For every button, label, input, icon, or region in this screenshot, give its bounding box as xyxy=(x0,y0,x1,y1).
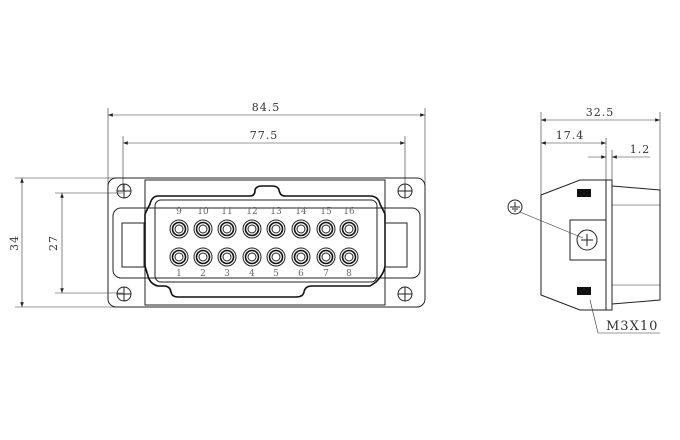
pin-contact: 8 xyxy=(339,247,359,279)
screw-label: M3X10 xyxy=(606,319,658,334)
pin-contact: 2 xyxy=(193,247,213,279)
dim-1-2: 1.2 xyxy=(630,143,651,156)
dim-27: 27 xyxy=(47,235,60,251)
pin-contact: 12 xyxy=(242,207,262,239)
pin-label: 9 xyxy=(176,207,182,217)
pin-contact: 9 xyxy=(169,207,189,239)
pin-contact: 4 xyxy=(242,247,262,279)
pin-contact: 16 xyxy=(339,207,359,239)
pin-label: 3 xyxy=(224,269,230,279)
front-dimensions: 84.5 77.5 34 27 xyxy=(8,101,426,308)
pin-label: 6 xyxy=(298,269,304,279)
pin-label: 1 xyxy=(176,269,182,279)
pin-label: 4 xyxy=(249,269,255,279)
pin-label: 8 xyxy=(346,269,352,279)
pin-contact: 6 xyxy=(291,247,311,279)
pin-contact: 7 xyxy=(316,247,336,279)
dim-34: 34 xyxy=(8,235,21,251)
pin-contact: 5 xyxy=(266,247,286,279)
pin-contact: 15 xyxy=(316,207,336,239)
pin-label: 15 xyxy=(320,207,332,217)
mounting-screw-icons xyxy=(116,183,413,302)
dim-17-4: 17.4 xyxy=(556,129,585,142)
pin-contact: 13 xyxy=(266,207,286,239)
dim-84-5: 84.5 xyxy=(252,101,281,114)
dim-77-5: 77.5 xyxy=(250,129,279,142)
dim-32-5: 32.5 xyxy=(586,106,615,119)
pin-label: 16 xyxy=(343,207,355,217)
ground-icon xyxy=(507,199,523,215)
pin-label: 2 xyxy=(200,269,206,279)
pin-label: 11 xyxy=(221,207,232,217)
pin-contact: 10 xyxy=(193,207,213,239)
pin-label: 12 xyxy=(246,207,257,217)
pin-label: 10 xyxy=(197,207,209,217)
connector-side-view: M3X10 xyxy=(507,179,661,334)
pin-contact: 11 xyxy=(217,207,237,239)
pin-label: 5 xyxy=(273,269,279,279)
pin-contact: 14 xyxy=(291,207,311,239)
side-dimensions: 32.5 17.4 1.2 xyxy=(540,106,661,195)
pin-label: 13 xyxy=(270,207,282,217)
pin-label: 7 xyxy=(323,269,329,279)
pin-contact: 3 xyxy=(217,247,237,279)
pin-label: 14 xyxy=(295,207,307,217)
pin-contact: 1 xyxy=(169,247,189,279)
